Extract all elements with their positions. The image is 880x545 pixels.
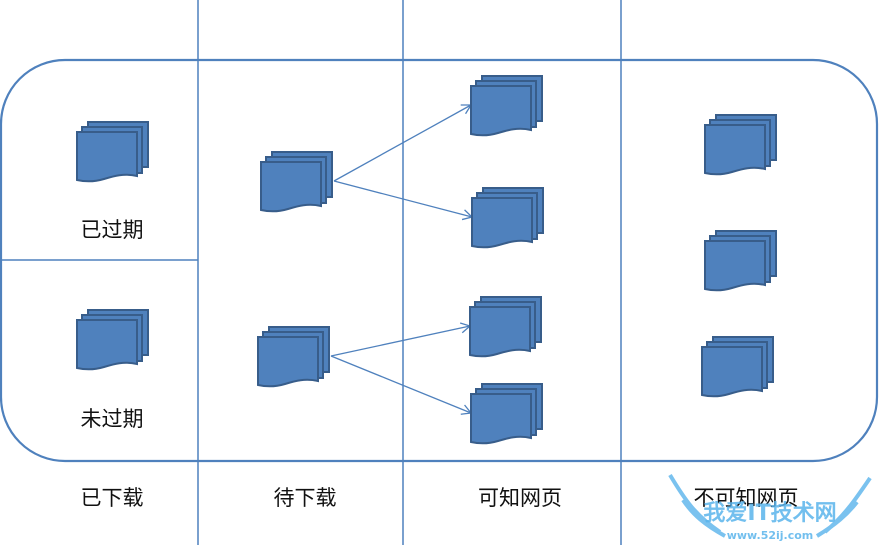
document-stack-icon-k3 bbox=[469, 296, 542, 358]
watermark: 我爱IT技术网 www.52ij.com bbox=[668, 473, 872, 542]
arrow-p1-to-k1 bbox=[333, 104, 473, 182]
document-stack-icon-u2 bbox=[704, 230, 777, 292]
column-label-pending: 待下载 bbox=[273, 486, 337, 510]
document-stack-icon-k4 bbox=[470, 383, 543, 445]
web-space-boundary bbox=[0, 58, 879, 463]
document-stack-icon-d2 bbox=[76, 309, 149, 371]
document-stack-icon-k1 bbox=[470, 75, 543, 137]
document-stack-icon-u3 bbox=[701, 336, 774, 398]
arrow-p2-to-k3 bbox=[330, 322, 472, 357]
grid-lines bbox=[0, 0, 622, 545]
document-stack-icon-p2 bbox=[257, 326, 330, 388]
column-label-unknown: 不可知网页 bbox=[693, 486, 799, 510]
watermark-url: www.52ij.com bbox=[727, 529, 814, 542]
document-stack-icon-p1 bbox=[260, 151, 333, 213]
column-label-known: 可知网页 bbox=[478, 486, 562, 510]
watermark-title: 我爱IT技术网 bbox=[703, 501, 836, 526]
section-label-expired: 已过期 bbox=[80, 218, 144, 242]
section-label-not-expired: 未过期 bbox=[80, 407, 144, 431]
edges bbox=[330, 104, 474, 415]
document-stack-icon-u1 bbox=[704, 114, 777, 176]
wing-icon bbox=[668, 473, 872, 538]
arrow-p1-to-k2 bbox=[333, 180, 474, 221]
arrow-p2-to-k4 bbox=[330, 355, 473, 415]
column-label-downloaded: 已下载 bbox=[80, 486, 144, 510]
document-stack-icon-k2 bbox=[471, 187, 544, 249]
document-stack-icon-d1 bbox=[76, 121, 149, 183]
